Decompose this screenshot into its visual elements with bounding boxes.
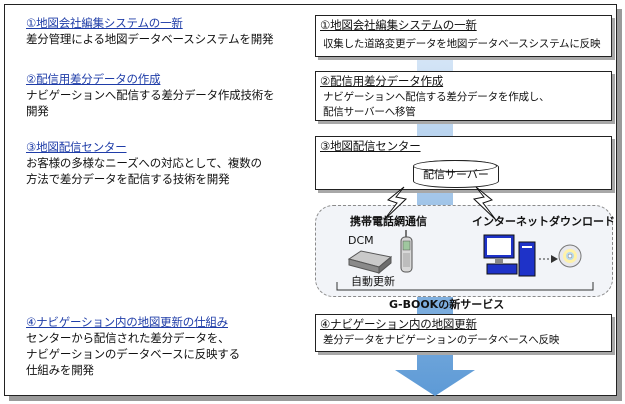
- left-item-3-heading: ③地図配信センター: [26, 140, 127, 154]
- left-item-4-heading: ④ナビゲーション内の地図更新の仕組み: [26, 315, 228, 329]
- cd-disc-icon: [558, 244, 582, 268]
- left-item-3-line-2: 方法で差分データを配信する技術を開発: [26, 172, 230, 186]
- box-4-heading: ④ナビゲーション内の地図更新: [320, 317, 477, 331]
- box-4-line-1: 差分データをナビゲーションのデータベースへ反映: [323, 334, 560, 346]
- wireless-bolt-left-icon: [383, 186, 408, 221]
- left-item-2-line-2: 開発: [26, 104, 49, 118]
- box-2: ②配信用差分データ作成 ナビゲーションへ配信する差分データを作成し、 配信サーバ…: [315, 71, 612, 121]
- box-1: ①地図会社編集システムの一新 収集した道路変更データを地図データベースシステムに…: [315, 15, 612, 57]
- left-item-1-line-1: 差分管理による地図データベースシステムを開発: [26, 32, 274, 46]
- left-item-2: ②配信用差分データの作成 ナビゲーションへ配信する差分データ作成技術を 開発: [26, 71, 275, 119]
- box-1-line-1: 収集した道路変更データを地図データベースシステムに反映: [323, 38, 601, 50]
- left-item-2-heading: ②配信用差分データの作成: [26, 72, 161, 86]
- server-label: 配信サーバー: [423, 168, 489, 181]
- mobile-network-label: 携帯電話網通信: [350, 215, 427, 228]
- box-2-heading: ②配信用差分データ作成: [320, 74, 444, 88]
- left-item-1-heading: ①地図会社編集システムの一新: [26, 16, 183, 30]
- mobile-phone-icon: [400, 230, 413, 273]
- box-4: ④ナビゲーション内の地図更新 差分データをナビゲーションのデータベースへ反映: [315, 314, 612, 352]
- box-2-line-1: ナビゲーションへ配信する差分データを作成し、: [323, 91, 550, 103]
- internet-download-label: インターネットダウンロード: [472, 215, 615, 228]
- left-item-1: ①地図会社編集システムの一新 差分管理による地図データベースシステムを開発: [26, 15, 274, 47]
- computer-icon: [483, 234, 536, 277]
- box-3-heading: ③地図配信センター: [320, 139, 421, 153]
- left-item-2-line-1: ナビゲーションへ配信する差分データ作成技術を: [26, 88, 275, 102]
- left-item-4: ④ナビゲーション内の地図更新の仕組み センターから配信された差分データを、 ナビ…: [26, 314, 240, 378]
- wireless-bolt-right-icon: [472, 186, 497, 221]
- left-item-4-line-3: 仕組みを開発: [26, 363, 94, 377]
- service-bracket: [336, 282, 594, 291]
- download-arrow-icon: [539, 255, 558, 263]
- box-1-heading: ①地図会社編集システムの一新: [320, 18, 477, 32]
- left-item-3: ③地図配信センター お客様の多様なニーズへの対応として、複数の 方法で差分データ…: [26, 139, 262, 187]
- delivery-server: 配信サーバー: [413, 160, 499, 188]
- gbook-service-label: G-BOOKの新サービス: [389, 298, 505, 311]
- auto-update-label: 自動更新: [351, 275, 395, 288]
- left-item-4-line-2: ナビゲーションのデータベースに反映する: [26, 347, 240, 361]
- left-item-3-line-1: お客様の多様なニーズへの対応として、複数の: [26, 156, 262, 170]
- box-2-line-2: 配信サーバーへ移管: [323, 106, 416, 118]
- left-item-4-line-1: センターから配信された差分データを、: [26, 331, 230, 345]
- dcm-device-icon: [347, 250, 393, 275]
- dcm-label: DCM: [348, 234, 374, 247]
